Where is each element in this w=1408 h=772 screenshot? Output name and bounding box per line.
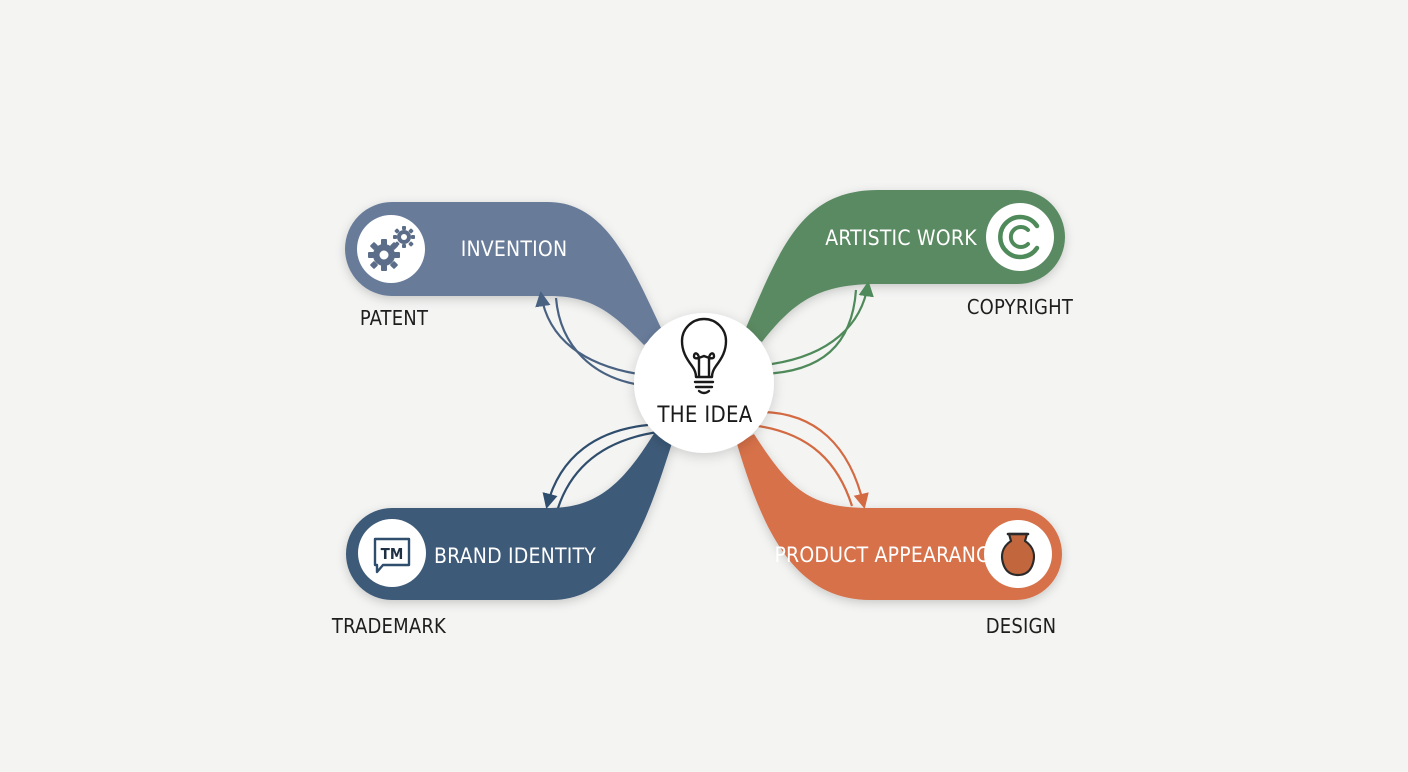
center-label: THE IDEA — [656, 403, 752, 428]
copyright-category-label: COPYRIGHT — [967, 295, 1074, 319]
vase-icon — [1000, 532, 1036, 577]
trademark-category-label: TRADEMARK — [331, 614, 447, 638]
trademark-ribbon — [346, 432, 673, 600]
design-category-label: DESIGN — [986, 614, 1057, 638]
copyright-arrows — [761, 280, 874, 376]
patent-ribbon — [345, 202, 662, 345]
design-pill-label: PRODUCT APPEARANCE — [774, 543, 1001, 567]
trademark-icon-circle — [358, 519, 426, 587]
gears-icon — [368, 226, 415, 271]
design-node[interactable]: PRODUCT APPEARANCE — [774, 520, 1052, 588]
lightbulb-icon — [680, 317, 728, 395]
patent-arrows — [535, 290, 649, 388]
trademark-icon: TM — [373, 537, 411, 574]
trademark-arrows — [542, 423, 659, 509]
trademark-node[interactable]: TM BRAND IDENTITY — [358, 519, 596, 587]
patent-node[interactable]: INVENTION — [357, 215, 567, 283]
copyright-icon-circle — [986, 203, 1054, 271]
center-node[interactable]: THE IDEA — [634, 313, 774, 453]
design-arrows — [757, 410, 869, 510]
patent-pill-label: INVENTION — [461, 237, 568, 261]
trademark-pill-label: BRAND IDENTITY — [434, 544, 596, 568]
copyright-icon — [998, 214, 1040, 260]
copyright-pill-label: ARTISTIC WORK — [825, 226, 977, 250]
patent-category-label: PATENT — [360, 306, 429, 330]
copyright-node[interactable]: ARTISTIC WORK — [825, 203, 1054, 271]
trademark-symbol: TM — [381, 545, 404, 563]
design-ribbon — [737, 434, 1062, 600]
copyright-ribbon — [745, 190, 1065, 342]
